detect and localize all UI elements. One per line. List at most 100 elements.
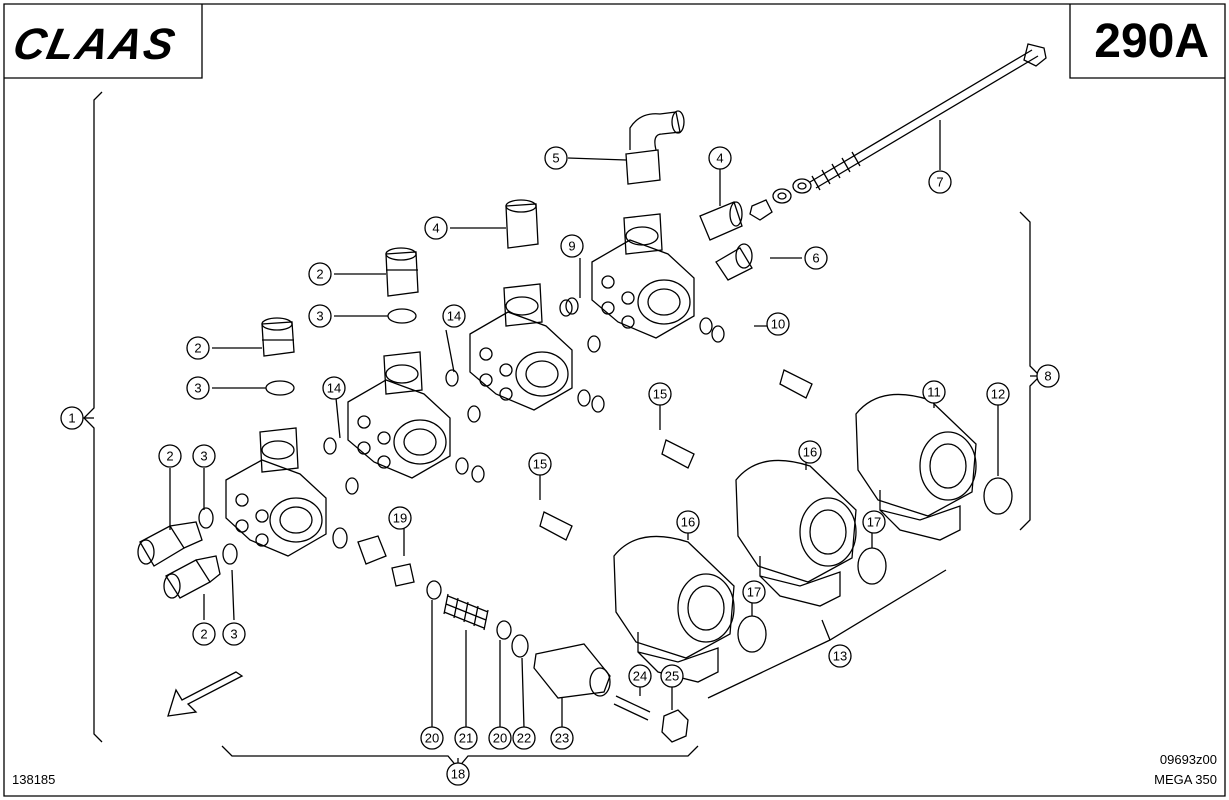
- callout-label: 19: [393, 511, 407, 526]
- callout-circle: [454, 726, 478, 750]
- callout-label: 11: [927, 385, 941, 400]
- callout-16: 16: [798, 440, 822, 464]
- callout-21: 21: [454, 726, 478, 750]
- frame-border: [3, 3, 1226, 797]
- valve-block-3: [469, 283, 573, 411]
- callout-18: 18: [446, 762, 470, 786]
- valve-block-1: [225, 427, 327, 557]
- callout-label: 16: [681, 515, 695, 530]
- callout-label: 14: [447, 309, 461, 324]
- callout-label: 2: [194, 341, 201, 356]
- callout-label: 17: [747, 585, 761, 600]
- callout-circle: [322, 376, 346, 400]
- callout-circle: [488, 726, 512, 750]
- callout-label: 15: [533, 457, 547, 472]
- callout-7: 7: [928, 170, 952, 194]
- oring-3: [265, 380, 295, 396]
- callout-circle: [766, 312, 790, 336]
- callout-label: 23: [555, 731, 569, 746]
- nut-25: [661, 709, 689, 743]
- callout-circle: [628, 664, 652, 688]
- callout-15: 15: [648, 382, 672, 406]
- callout-circle: [676, 510, 700, 534]
- callout-label: 25: [665, 669, 679, 684]
- callout-circle: [186, 336, 210, 360]
- callout-label: 17: [867, 515, 881, 530]
- fitting-4-a: [505, 203, 539, 249]
- callout-11: 11: [922, 380, 946, 404]
- callout-label: 15: [653, 387, 667, 402]
- callout-circle: [528, 452, 552, 476]
- valve-block-2: [347, 351, 451, 479]
- callout-label: 2: [166, 449, 173, 464]
- callout-label: 21: [459, 731, 473, 746]
- plug-6: [715, 247, 753, 281]
- callout-3: 3: [192, 444, 216, 468]
- callout-label: 4: [716, 151, 723, 166]
- fitting-2-side-b: [163, 555, 221, 599]
- callout-label: 6: [812, 251, 819, 266]
- solenoid-16-upper: [735, 459, 857, 607]
- callout-label: 16: [803, 445, 817, 460]
- callout-label: 3: [194, 381, 201, 396]
- callout-23: 23: [550, 726, 574, 750]
- elbow-fitting-5: [625, 110, 685, 185]
- callout-3: 3: [222, 622, 246, 646]
- callout-label: 22: [517, 731, 531, 746]
- callout-label: 4: [432, 221, 439, 236]
- callout-15: 15: [528, 452, 552, 476]
- callout-label: 8: [1044, 369, 1051, 384]
- oring-17-b: [737, 615, 767, 653]
- callout-circle: [560, 234, 584, 258]
- sheet-number: 290A: [1094, 15, 1209, 68]
- callout-12: 12: [986, 382, 1010, 406]
- callout-circle: [798, 440, 822, 464]
- callout-3: 3: [308, 304, 332, 328]
- callout-label: 9: [568, 239, 575, 254]
- callout-circle: [308, 262, 332, 286]
- callout-5: 5: [544, 146, 568, 170]
- callout-circle: [828, 644, 852, 668]
- callout-20: 20: [420, 726, 444, 750]
- callout-label: 10: [771, 317, 785, 332]
- fitting-2-mid: [385, 247, 419, 297]
- callout-label: 18: [451, 767, 465, 782]
- callout-8: 8: [1036, 364, 1060, 388]
- callout-20: 20: [488, 726, 512, 750]
- callout-17: 17: [862, 510, 886, 534]
- washer-20-b: [496, 620, 512, 640]
- callout-label: 3: [316, 309, 323, 324]
- callout-2: 2: [192, 622, 216, 646]
- oring-17-a: [857, 547, 887, 585]
- sheet-box: [1069, 4, 1225, 79]
- callout-label: 7: [936, 175, 943, 190]
- callout-circle: [1036, 364, 1060, 388]
- callout-label: 13: [833, 649, 847, 664]
- part-7-rod: [809, 49, 1039, 189]
- callout-2: 2: [308, 262, 332, 286]
- callout-circle: [648, 382, 672, 406]
- callout-circle: [544, 146, 568, 170]
- callout-circle: [928, 170, 952, 194]
- callout-circle: [442, 304, 466, 328]
- callout-circle: [446, 762, 470, 786]
- valve-19: [357, 535, 387, 565]
- callout-circle: [986, 382, 1010, 406]
- callout-label: 2: [316, 267, 323, 282]
- callout-4: 4: [424, 216, 448, 240]
- cap-23: [533, 643, 611, 699]
- solenoid-11: [855, 393, 977, 541]
- callout-circle: [192, 444, 216, 468]
- callout-circle: [804, 246, 828, 270]
- oring-22: [511, 634, 529, 658]
- oring-12: [983, 477, 1013, 515]
- callout-label: 3: [230, 627, 237, 642]
- valve-block-4: [591, 213, 695, 339]
- callout-label: 14: [327, 381, 341, 396]
- callout-6: 6: [804, 246, 828, 270]
- drawing-code: 09693z00: [1159, 752, 1217, 767]
- callout-circle: [222, 622, 246, 646]
